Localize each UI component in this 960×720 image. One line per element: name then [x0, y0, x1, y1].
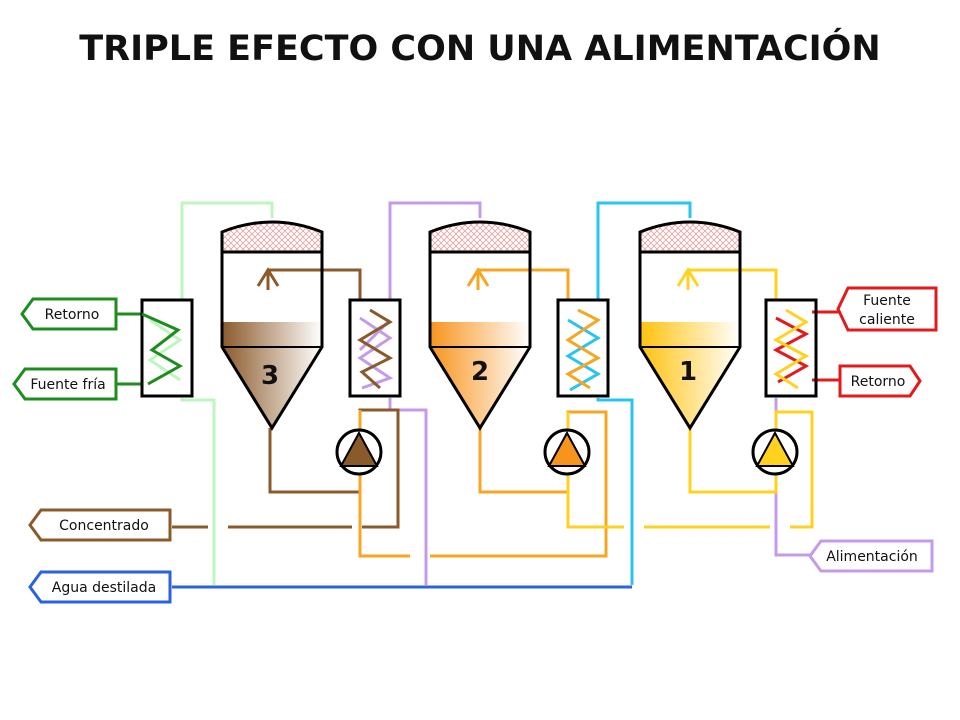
pump-2 [543, 428, 591, 476]
cold-circuit [116, 312, 142, 386]
tag-hot-return: Retorno [838, 364, 922, 398]
evaporator-3: 3 [220, 220, 324, 431]
tag-cold-return-label: Retorno [45, 307, 100, 323]
pump-1 [751, 428, 799, 476]
tag-concentrate: Concentrado [28, 508, 172, 542]
tag-cold-source-label: Fuente fría [30, 377, 105, 393]
vapor-line-1 [596, 201, 692, 585]
tag-hot-source-label-1: Fuente [863, 293, 911, 309]
tag-cold-source: Fuente fría [12, 367, 118, 401]
vapor-return-arrow-1 [676, 267, 700, 290]
vapor-return-arrow-3 [256, 267, 280, 290]
recirc-line-3 [172, 268, 400, 529]
tag-hot-source: Fuente caliente [836, 286, 938, 332]
feed-line [774, 398, 810, 557]
vapor-return-arrow-2 [466, 267, 490, 290]
recirc-line-2 [358, 268, 608, 558]
tag-distilled-water-label: Agua destilada [52, 580, 156, 596]
recirc-line-1 [566, 268, 814, 529]
tag-cold-return: Retorno [20, 297, 118, 331]
heat-exchanger-2 [556, 298, 610, 398]
pump-3 [335, 428, 383, 476]
evaporator-2: 2 [428, 220, 532, 431]
effect-number-2: 2 [471, 357, 489, 387]
heat-exchanger-3 [348, 298, 402, 398]
effect-number-1: 1 [679, 357, 697, 387]
diagram-title: TRIPLE EFECTO CON UNA ALIMENTACIÓN [79, 27, 880, 69]
tag-hot-source-label-2: caliente [859, 312, 915, 328]
tag-hot-return-label: Retorno [851, 374, 906, 390]
tag-feed: Alimentación [808, 539, 934, 573]
tag-concentrate-label: Concentrado [59, 518, 149, 534]
evaporator-1: 1 [638, 220, 742, 431]
vapor-line-3 [180, 201, 274, 585]
tag-distilled-water: Agua destilada [28, 570, 172, 604]
condenser [140, 298, 194, 398]
heat-exchanger-1 [764, 298, 818, 398]
effect-number-3: 3 [261, 361, 279, 391]
tag-feed-label: Alimentación [826, 549, 918, 565]
